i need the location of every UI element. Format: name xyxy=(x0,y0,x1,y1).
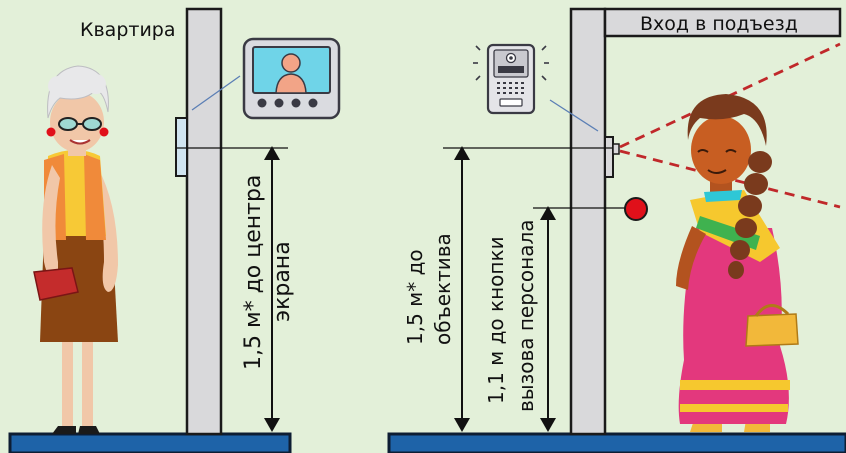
entrance-overhead-beam xyxy=(603,7,842,38)
apartment-wall xyxy=(185,7,223,436)
entrance-wall xyxy=(569,7,607,436)
monitor-pointer-line xyxy=(191,75,241,111)
call-panel-side-profile xyxy=(604,136,614,178)
screen-height-dimension-arrow xyxy=(264,146,280,432)
door-call-panel-icon xyxy=(473,43,549,115)
young-woman-illustration xyxy=(676,94,799,432)
video-intercom-monitor-icon xyxy=(242,37,341,120)
screen-height-label-line1: 1,5 м* до центра xyxy=(241,175,266,370)
lens-height-dimension-arrow xyxy=(454,146,470,432)
floor-left xyxy=(8,432,292,453)
entrance-label: Вход в подъезд xyxy=(640,13,798,35)
floor-right xyxy=(387,432,846,453)
button-height-dimension-arrow xyxy=(540,206,556,432)
camera-lens xyxy=(612,143,620,155)
button-height-label-line2: вызова персонала xyxy=(514,219,538,412)
apartment-label: Квартира xyxy=(80,19,176,41)
button-height-label-line1: 1,1 м до кнопки xyxy=(484,236,508,404)
panel-pointer-line xyxy=(549,99,599,132)
lens-height-label-line1: 1,5 м* до xyxy=(403,249,427,345)
elderly-woman-illustration xyxy=(33,65,118,434)
lens-height-label-line2: объектива xyxy=(431,233,455,345)
screen-height-label-line2: экрана xyxy=(270,241,295,322)
monitor-side-profile xyxy=(175,117,188,177)
staff-call-button-icon xyxy=(624,197,648,221)
